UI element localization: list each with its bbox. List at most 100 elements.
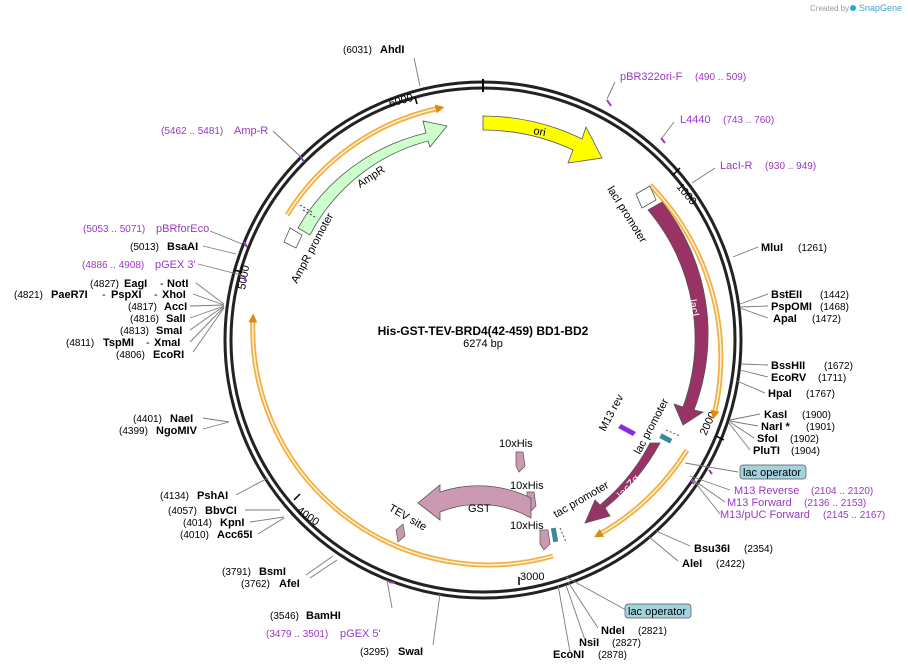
site-narI[interactable]: NarI * bbox=[761, 421, 790, 433]
primer-pbrforeco[interactable]: pBRforEco bbox=[156, 223, 209, 235]
site-ahdI[interactable]: AhdI bbox=[380, 44, 404, 56]
primer-pgex5[interactable]: pGEX 5' bbox=[340, 628, 381, 640]
lac-operator-1-block[interactable] bbox=[659, 433, 673, 444]
site-bbvCI[interactable]: BbvCI bbox=[205, 505, 237, 517]
lac-operator-badge-2[interactable] bbox=[624, 603, 692, 619]
site-bsaAI[interactable]: BsaAI bbox=[167, 241, 198, 253]
site-xmaI[interactable]: XmaI bbox=[154, 337, 180, 349]
created-by-label: Created by bbox=[810, 4, 849, 13]
tick-label-4000: 4000 bbox=[294, 505, 321, 529]
snapgene-logo-icon bbox=[850, 5, 856, 11]
his-tag-3[interactable] bbox=[539, 529, 551, 551]
site-bamHI-pos: (3546) bbox=[270, 611, 299, 622]
snapgene-brand: SnapGene bbox=[859, 3, 902, 13]
primer-m13-reverse[interactable]: M13 Reverse bbox=[734, 485, 799, 497]
site-ecoRI[interactable]: EcoRI bbox=[153, 349, 184, 361]
primer-pgex5-range: (3479 .. 3501) bbox=[266, 629, 328, 640]
site-ecoRI-pos: (4806) bbox=[116, 350, 145, 361]
site-swaI[interactable]: SwaI bbox=[398, 646, 423, 658]
primer-pbr322ori-f[interactable]: pBR322ori-F bbox=[620, 71, 683, 83]
primer-l4440[interactable]: L4440 bbox=[680, 114, 711, 126]
site-bstEII[interactable]: BstEII bbox=[771, 289, 802, 301]
primer-site-marks bbox=[243, 99, 713, 584]
site-accI-pos: (4817) bbox=[128, 302, 157, 313]
ampR-feature[interactable] bbox=[297, 120, 448, 236]
site-bbvCI-pos: (4057) bbox=[168, 506, 197, 517]
site-pluTI-pos: (1904) bbox=[791, 446, 820, 457]
site-ecoRV[interactable]: EcoRV bbox=[771, 372, 807, 384]
site-mluI[interactable]: MluI bbox=[761, 242, 783, 254]
site-bssHII-pos: (1672) bbox=[824, 361, 853, 372]
site-smaI[interactable]: SmaI bbox=[156, 325, 182, 337]
lac-operator-badge-1[interactable] bbox=[739, 464, 807, 480]
orf-arcs bbox=[248, 104, 724, 568]
orf-lacI-core bbox=[649, 184, 722, 420]
site-bamHI[interactable]: BamHI bbox=[306, 610, 341, 622]
tev-site-feature[interactable] bbox=[395, 523, 406, 543]
site-bsaAI-pos: (5013) bbox=[130, 242, 159, 253]
site-apaI-pos: (1472) bbox=[812, 314, 841, 325]
lac-operator-2-block[interactable] bbox=[550, 527, 559, 543]
primer-laci-r[interactable]: LacI-R bbox=[720, 160, 752, 172]
primer-m13-puc-forward[interactable]: M13/pUC Forward bbox=[720, 509, 810, 521]
site-acc65I[interactable]: Acc65I bbox=[217, 529, 252, 541]
site-apaI[interactable]: ApaI bbox=[773, 313, 797, 325]
primer-pgex3-range: (4886 .. 4908) bbox=[82, 260, 144, 271]
site-pspOMI[interactable]: PspOMI bbox=[771, 301, 812, 313]
lacI-promoter-arrow[interactable] bbox=[635, 185, 657, 209]
site-pshAI[interactable]: PshAI bbox=[197, 490, 228, 502]
site-paeR7I[interactable]: PaeR7I bbox=[51, 289, 88, 301]
site-notI[interactable]: NotI bbox=[167, 278, 188, 290]
his-tag-2-label: 10xHis bbox=[510, 480, 544, 492]
site-ndeI[interactable]: NdeI bbox=[601, 625, 625, 637]
site-kpnI[interactable]: KpnI bbox=[220, 517, 244, 529]
lacI-feature[interactable] bbox=[647, 201, 709, 426]
primer-amp-r[interactable]: Amp-R bbox=[234, 125, 268, 137]
lac-operator-badge-1-label: lac operator bbox=[743, 467, 801, 479]
site-pspXI[interactable]: PspXI bbox=[111, 289, 142, 301]
separator-dash-4: - bbox=[146, 337, 150, 349]
his-tag-1-label: 10xHis bbox=[499, 438, 533, 450]
site-afeI[interactable]: AfeI bbox=[279, 578, 300, 590]
site-accI[interactable]: AccI bbox=[164, 301, 187, 313]
primer-m13-forward[interactable]: M13 Forward bbox=[727, 497, 792, 509]
primer-pgex3[interactable]: pGEX 3' bbox=[155, 259, 196, 271]
lacZa-feature[interactable] bbox=[584, 442, 661, 524]
site-nsiI[interactable]: NsiI bbox=[579, 637, 599, 649]
site-tspMI[interactable]: TspMI bbox=[103, 337, 134, 349]
primer-amp-r-range: (5462 .. 5481) bbox=[161, 126, 223, 137]
gst-feature[interactable] bbox=[417, 484, 532, 521]
site-eagI[interactable]: EagI bbox=[124, 278, 147, 290]
plasmid-name: His-GST-TEV-BRD4(42-459) BD1-BD2 bbox=[378, 324, 589, 338]
tev-site-label: TEV site bbox=[387, 502, 429, 533]
site-naeI[interactable]: NaeI bbox=[170, 413, 193, 425]
site-bsu36I[interactable]: Bsu36I bbox=[694, 543, 730, 555]
ampR-promoter-arrow[interactable] bbox=[283, 227, 303, 249]
site-tspMI-pos: (4811) bbox=[66, 338, 94, 349]
his-tag-1[interactable] bbox=[515, 451, 526, 473]
primer-m13-forward-range: (2136 .. 2153) bbox=[804, 498, 866, 509]
site-sfoI[interactable]: SfoI bbox=[757, 433, 778, 445]
site-hpaI[interactable]: HpaI bbox=[768, 388, 792, 400]
site-ecoNI[interactable]: EcoNI bbox=[553, 649, 584, 661]
ori-feature[interactable] bbox=[482, 115, 603, 164]
orf-ampR-core bbox=[286, 104, 445, 216]
site-salI[interactable]: SalI bbox=[166, 313, 186, 325]
site-kasI[interactable]: KasI bbox=[764, 409, 787, 421]
site-bssHII[interactable]: BssHII bbox=[771, 360, 805, 372]
m13rev-arrow[interactable] bbox=[618, 424, 636, 436]
tac-promoter-dashes bbox=[559, 527, 567, 543]
site-bsmI[interactable]: BsmI bbox=[259, 566, 286, 578]
site-afeI-pos: (3762) bbox=[241, 579, 270, 590]
tick-label-3000: 3000 bbox=[520, 571, 544, 583]
site-aleI[interactable]: AleI bbox=[682, 558, 702, 570]
site-nsiI-pos: (2827) bbox=[612, 638, 641, 649]
site-swaI-pos: (3295) bbox=[360, 647, 389, 658]
his-tag-3-label: 10xHis bbox=[510, 520, 544, 532]
site-bsmI-pos: (3791) bbox=[222, 567, 251, 578]
site-ngoMIV[interactable]: NgoMIV bbox=[156, 425, 198, 437]
site-xhoI[interactable]: XhoI bbox=[162, 289, 186, 301]
site-pluTI[interactable]: PluTI bbox=[753, 445, 780, 457]
lac-promoter-dashes bbox=[665, 429, 681, 437]
